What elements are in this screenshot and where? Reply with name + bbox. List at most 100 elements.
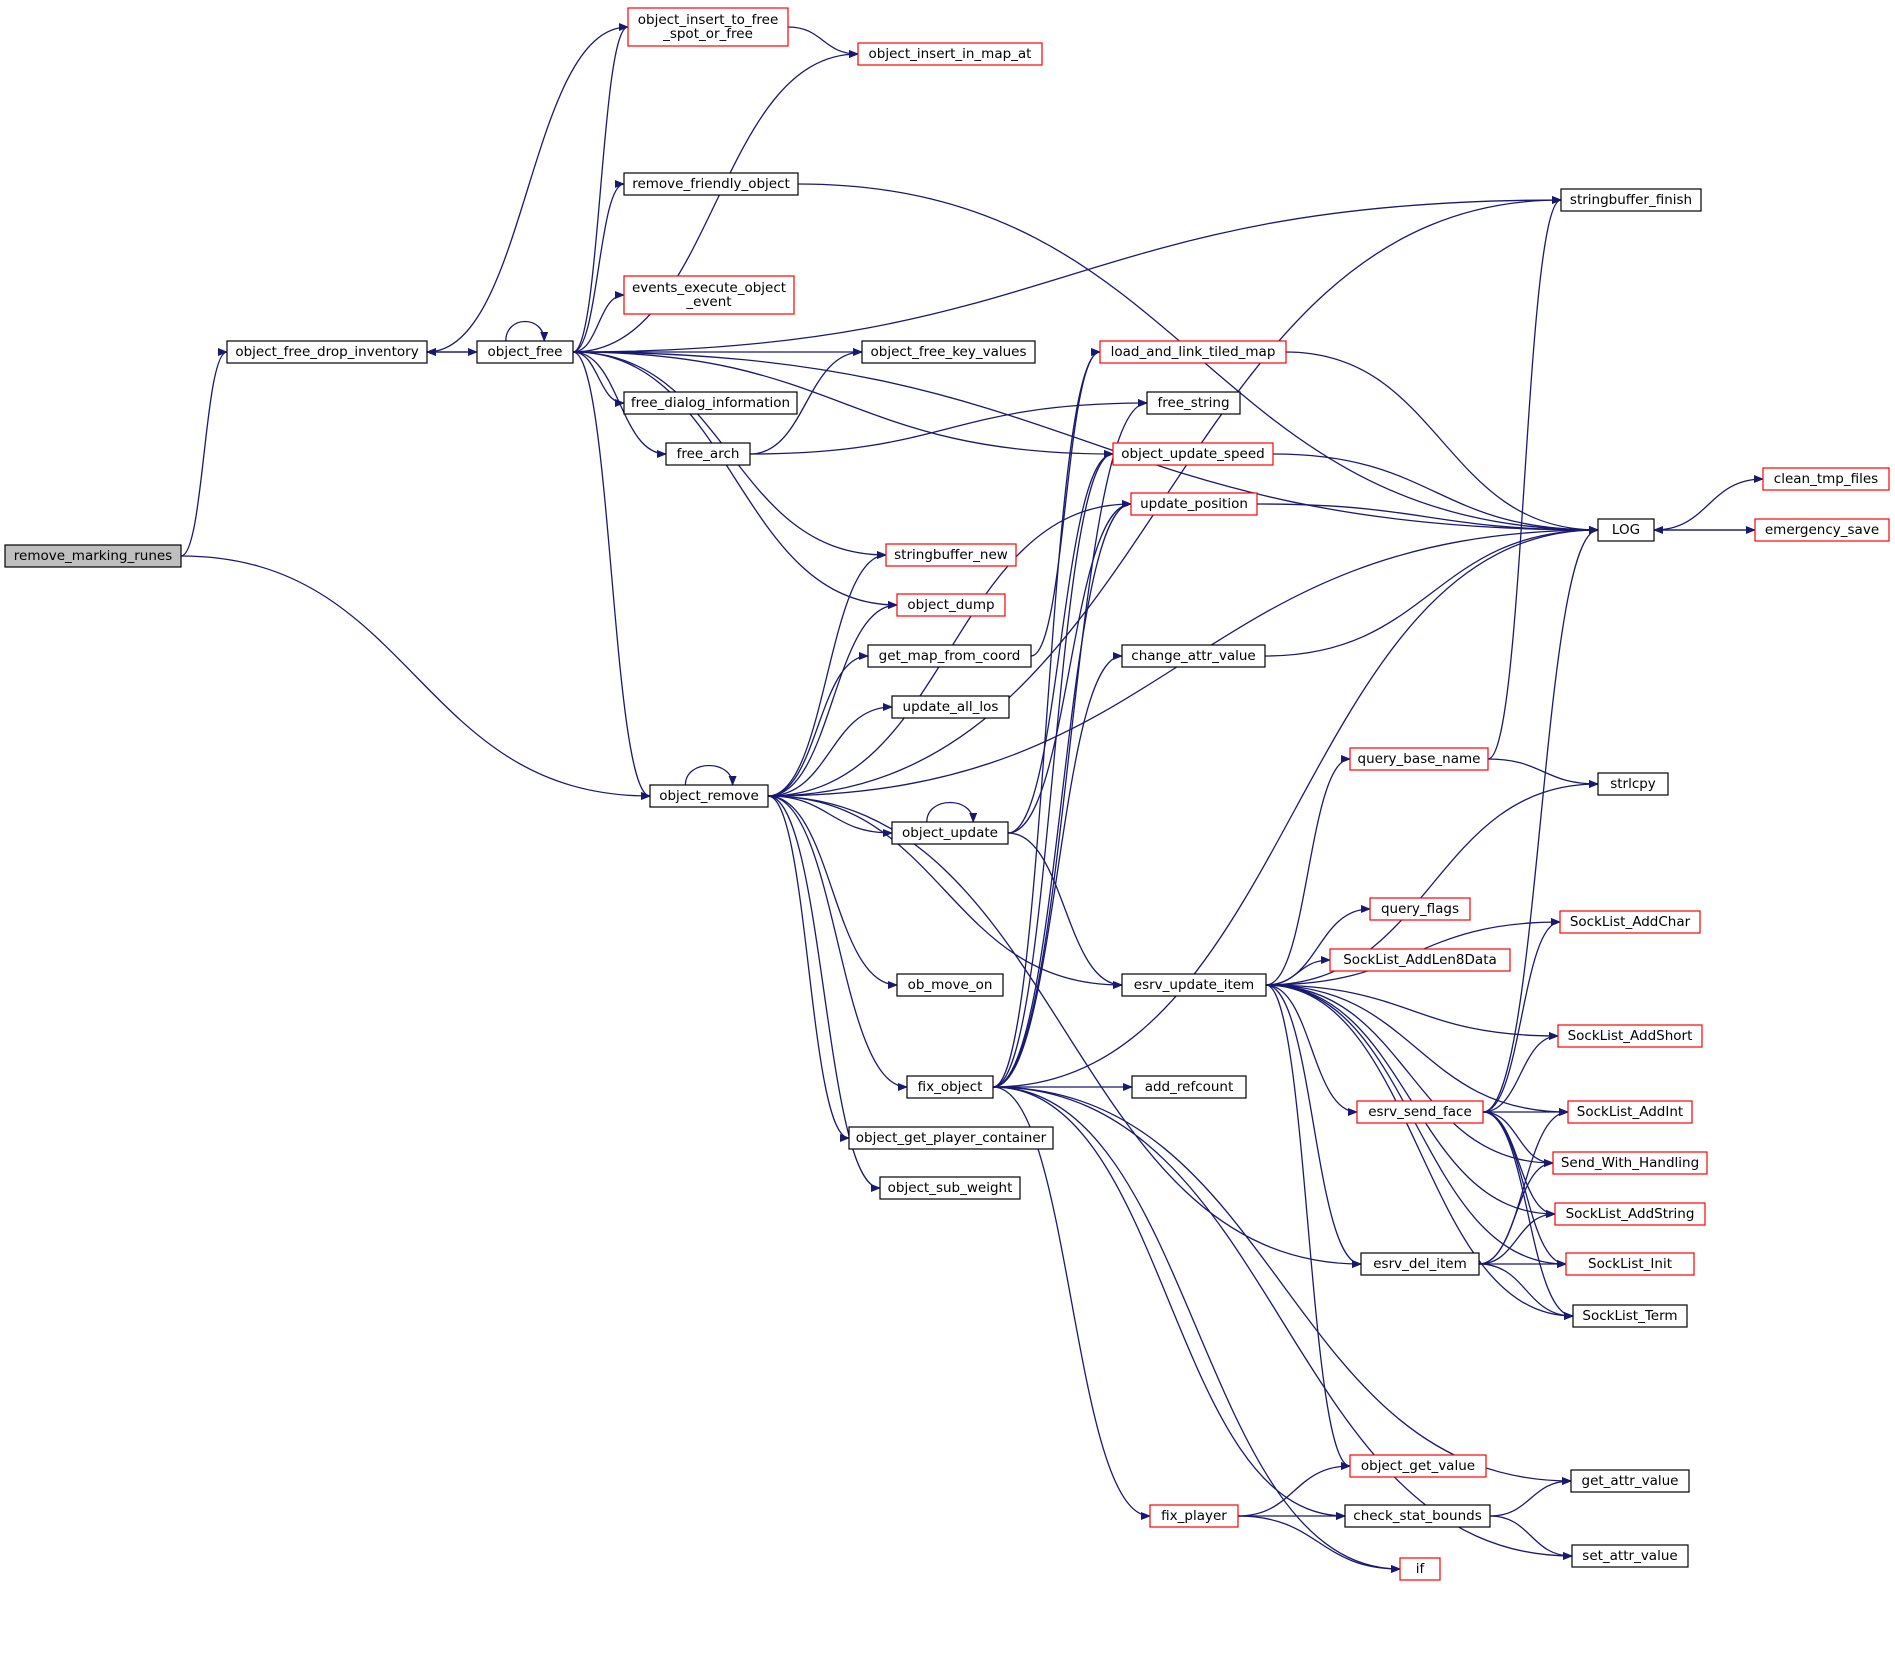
node-box[interactable] [1570, 1469, 1690, 1493]
node-object_get_player_container[interactable]: object_get_player_container [848, 1126, 1054, 1150]
node-LOG[interactable]: LOG [1597, 518, 1655, 542]
node-update_all_los[interactable]: update_all_los [891, 695, 1010, 719]
node-esrv_update_item[interactable]: esrv_update_item [1121, 973, 1267, 997]
node-box[interactable] [1099, 340, 1287, 364]
node-check_stat_bounds[interactable]: check_stat_bounds [1344, 1504, 1491, 1528]
node-box[interactable] [4, 544, 182, 568]
node-box[interactable] [1754, 518, 1890, 542]
node-box[interactable] [1560, 188, 1702, 212]
node-free_dialog_information[interactable]: free_dialog_information [623, 391, 798, 415]
node-object_free[interactable]: object_free [476, 340, 574, 364]
node-box[interactable] [885, 543, 1017, 567]
node-object_free_drop_inventory[interactable]: object_free_drop_inventory [226, 340, 428, 364]
node-box[interactable] [1552, 1151, 1708, 1175]
node-remove_friendly_object[interactable]: remove_friendly_object [623, 172, 799, 196]
node-box[interactable] [1344, 1504, 1491, 1528]
node-box[interactable] [1559, 910, 1701, 934]
node-query_flags[interactable]: query_flags [1369, 897, 1471, 921]
node-box[interactable] [623, 172, 799, 196]
node-box[interactable] [1399, 1557, 1441, 1581]
node-box[interactable] [1360, 1252, 1480, 1276]
node-object_update_speed[interactable]: object_update_speed [1112, 442, 1274, 466]
node-fix_object[interactable]: fix_object [906, 1075, 994, 1099]
node-box[interactable] [896, 973, 1004, 997]
node-box[interactable] [623, 391, 798, 415]
node-SockList_AddString[interactable]: SockList_AddString [1554, 1202, 1706, 1226]
node-box[interactable] [1567, 1100, 1693, 1124]
node-set_attr_value[interactable]: set_attr_value [1571, 1544, 1689, 1568]
node-query_base_name[interactable]: query_base_name [1349, 747, 1489, 771]
node-box[interactable] [1557, 1024, 1703, 1048]
node-box[interactable] [879, 1176, 1021, 1200]
node-box[interactable] [1597, 518, 1655, 542]
node-box[interactable] [623, 275, 795, 315]
node-fix_player[interactable]: fix_player [1149, 1504, 1239, 1528]
node-box[interactable] [1121, 973, 1267, 997]
node-box[interactable] [861, 340, 1036, 364]
node-load_and_link_tiled_map[interactable]: load_and_link_tiled_map [1099, 340, 1287, 364]
node-box[interactable] [1349, 747, 1489, 771]
node-if[interactable]: if [1399, 1557, 1441, 1581]
node-object_sub_weight[interactable]: object_sub_weight [879, 1176, 1021, 1200]
node-free_string[interactable]: free_string [1146, 391, 1241, 415]
node-box[interactable] [1149, 1504, 1239, 1528]
node-strlcpy[interactable]: strlcpy [1597, 772, 1669, 796]
node-object_update[interactable]: object_update [891, 821, 1009, 845]
node-box[interactable] [476, 340, 574, 364]
node-box[interactable] [857, 42, 1043, 66]
node-add_refcount[interactable]: add_refcount [1131, 1075, 1247, 1099]
node-SockList_AddInt[interactable]: SockList_AddInt [1567, 1100, 1693, 1124]
node-box[interactable] [226, 340, 428, 364]
node-box[interactable] [891, 695, 1010, 719]
node-events_execute_object_event[interactable]: events_execute_object_event [623, 275, 795, 315]
node-box[interactable] [627, 7, 789, 47]
node-stringbuffer_finish[interactable]: stringbuffer_finish [1560, 188, 1702, 212]
node-object_free_key_values[interactable]: object_free_key_values [861, 340, 1036, 364]
node-box[interactable] [1572, 1304, 1688, 1328]
node-box[interactable] [649, 784, 769, 808]
node-free_arch[interactable]: free_arch [665, 442, 751, 466]
node-box[interactable] [1597, 772, 1669, 796]
node-box[interactable] [1565, 1252, 1695, 1276]
node-clean_tmp_files[interactable]: clean_tmp_files [1762, 467, 1890, 491]
node-box[interactable] [867, 644, 1032, 668]
node-SockList_AddShort[interactable]: SockList_AddShort [1557, 1024, 1703, 1048]
node-SockList_AddChar[interactable]: SockList_AddChar [1559, 910, 1701, 934]
node-box[interactable] [1571, 1544, 1689, 1568]
node-box[interactable] [1121, 644, 1266, 668]
node-box[interactable] [1762, 467, 1890, 491]
node-box[interactable] [1554, 1202, 1706, 1226]
node-update_position[interactable]: update_position [1130, 492, 1258, 516]
node-object_get_value[interactable]: object_get_value [1349, 1454, 1487, 1478]
node-object_insert_to_free_spot_or_free[interactable]: object_insert_to_free_spot_or_free [627, 7, 789, 47]
node-Send_With_Handling[interactable]: Send_With_Handling [1552, 1151, 1708, 1175]
node-box[interactable] [1329, 948, 1511, 972]
node-box[interactable] [891, 821, 1009, 845]
node-box[interactable] [1356, 1100, 1484, 1124]
node-esrv_send_face[interactable]: esrv_send_face [1356, 1100, 1484, 1124]
node-box[interactable] [1349, 1454, 1487, 1478]
node-box[interactable] [665, 442, 751, 466]
node-box[interactable] [1130, 492, 1258, 516]
node-get_map_from_coord[interactable]: get_map_from_coord [867, 644, 1032, 668]
node-box[interactable] [1112, 442, 1274, 466]
node-box[interactable] [1146, 391, 1241, 415]
node-ob_move_on[interactable]: ob_move_on [896, 973, 1004, 997]
node-emergency_save[interactable]: emergency_save [1754, 518, 1890, 542]
node-remove_marking_runes[interactable]: remove_marking_runes [4, 544, 182, 568]
node-box[interactable] [1131, 1075, 1247, 1099]
node-esrv_del_item[interactable]: esrv_del_item [1360, 1252, 1480, 1276]
node-object_remove[interactable]: object_remove [649, 784, 769, 808]
node-box[interactable] [1369, 897, 1471, 921]
node-change_attr_value[interactable]: change_attr_value [1121, 644, 1266, 668]
node-get_attr_value[interactable]: get_attr_value [1570, 1469, 1690, 1493]
node-SockList_Term[interactable]: SockList_Term [1572, 1304, 1688, 1328]
node-SockList_AddLen8Data[interactable]: SockList_AddLen8Data [1329, 948, 1511, 972]
node-stringbuffer_new[interactable]: stringbuffer_new [885, 543, 1017, 567]
node-box[interactable] [848, 1126, 1054, 1150]
node-object_dump[interactable]: object_dump [896, 593, 1006, 617]
node-box[interactable] [906, 1075, 994, 1099]
node-box[interactable] [896, 593, 1006, 617]
node-object_insert_in_map_at[interactable]: object_insert_in_map_at [857, 42, 1043, 66]
node-SockList_Init[interactable]: SockList_Init [1565, 1252, 1695, 1276]
